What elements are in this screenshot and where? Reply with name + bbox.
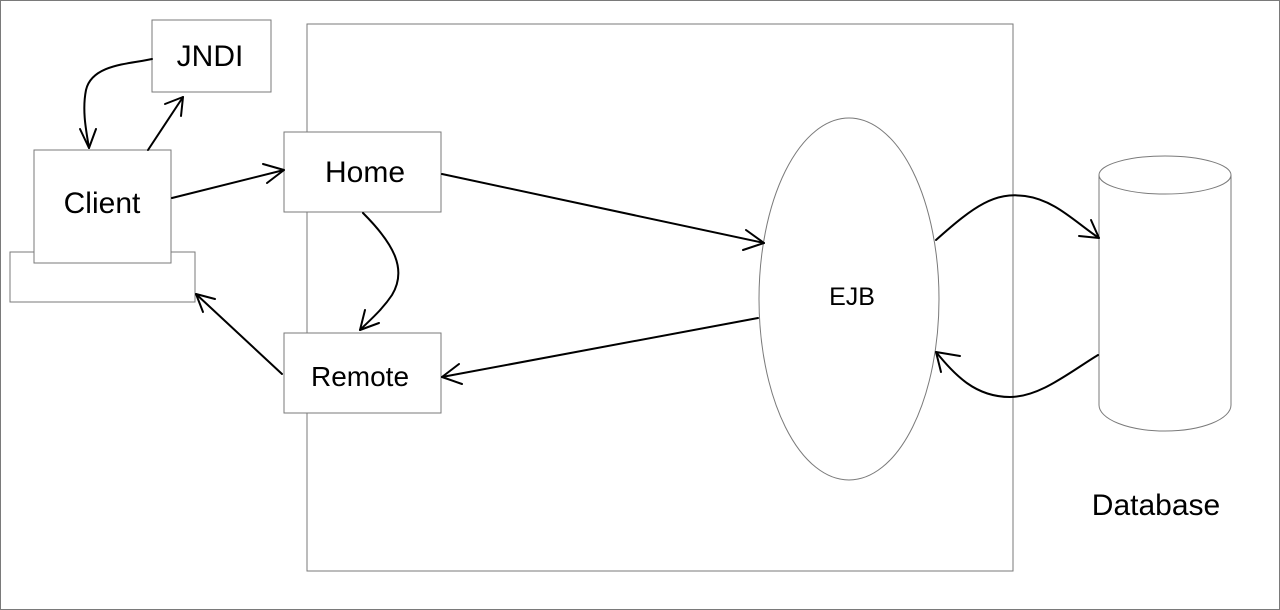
arrow-database-to-ejb <box>935 351 1099 398</box>
arrowhead-jndi-to-client <box>79 128 97 149</box>
arrow-ejb-to-database <box>935 194 1100 241</box>
arrowhead-client-to-home <box>262 163 285 184</box>
arrow-jndi-to-client <box>83 58 153 149</box>
home-label: Home <box>325 156 405 189</box>
database-node <box>1098 175 1232 432</box>
arrow-ejb-to-remote <box>441 317 759 378</box>
arrow-client-to-jndi <box>147 96 184 151</box>
jndi-label: JNDI <box>177 40 244 73</box>
arrow-client-to-home <box>171 169 285 199</box>
arrowhead-client-to-jndi <box>164 96 184 117</box>
arrowhead-home-to-ejb <box>742 229 765 251</box>
ejb-label: EJB <box>829 283 875 311</box>
jndi-node <box>151 19 272 93</box>
arrowhead-ejb-to-database <box>1078 219 1100 239</box>
arrow-home-to-remote <box>359 212 400 331</box>
arrowhead-database-to-ejb <box>935 351 961 373</box>
arrow-remote-to-client <box>195 293 283 375</box>
client-label: Client <box>64 187 141 220</box>
remote-node <box>283 332 442 414</box>
database-label: Database <box>1092 489 1220 522</box>
ejb-container <box>306 23 1014 572</box>
remote-label: Remote <box>311 361 409 392</box>
arrow-home-to-ejb <box>441 173 765 244</box>
ejb-node <box>758 117 940 481</box>
arrowhead-ejb-to-remote <box>441 363 463 385</box>
database-top <box>1098 155 1232 195</box>
client-node <box>33 149 172 264</box>
arrowhead-home-to-remote <box>359 309 380 331</box>
home-node <box>283 131 442 213</box>
arrowhead-remote-to-client <box>195 293 216 313</box>
